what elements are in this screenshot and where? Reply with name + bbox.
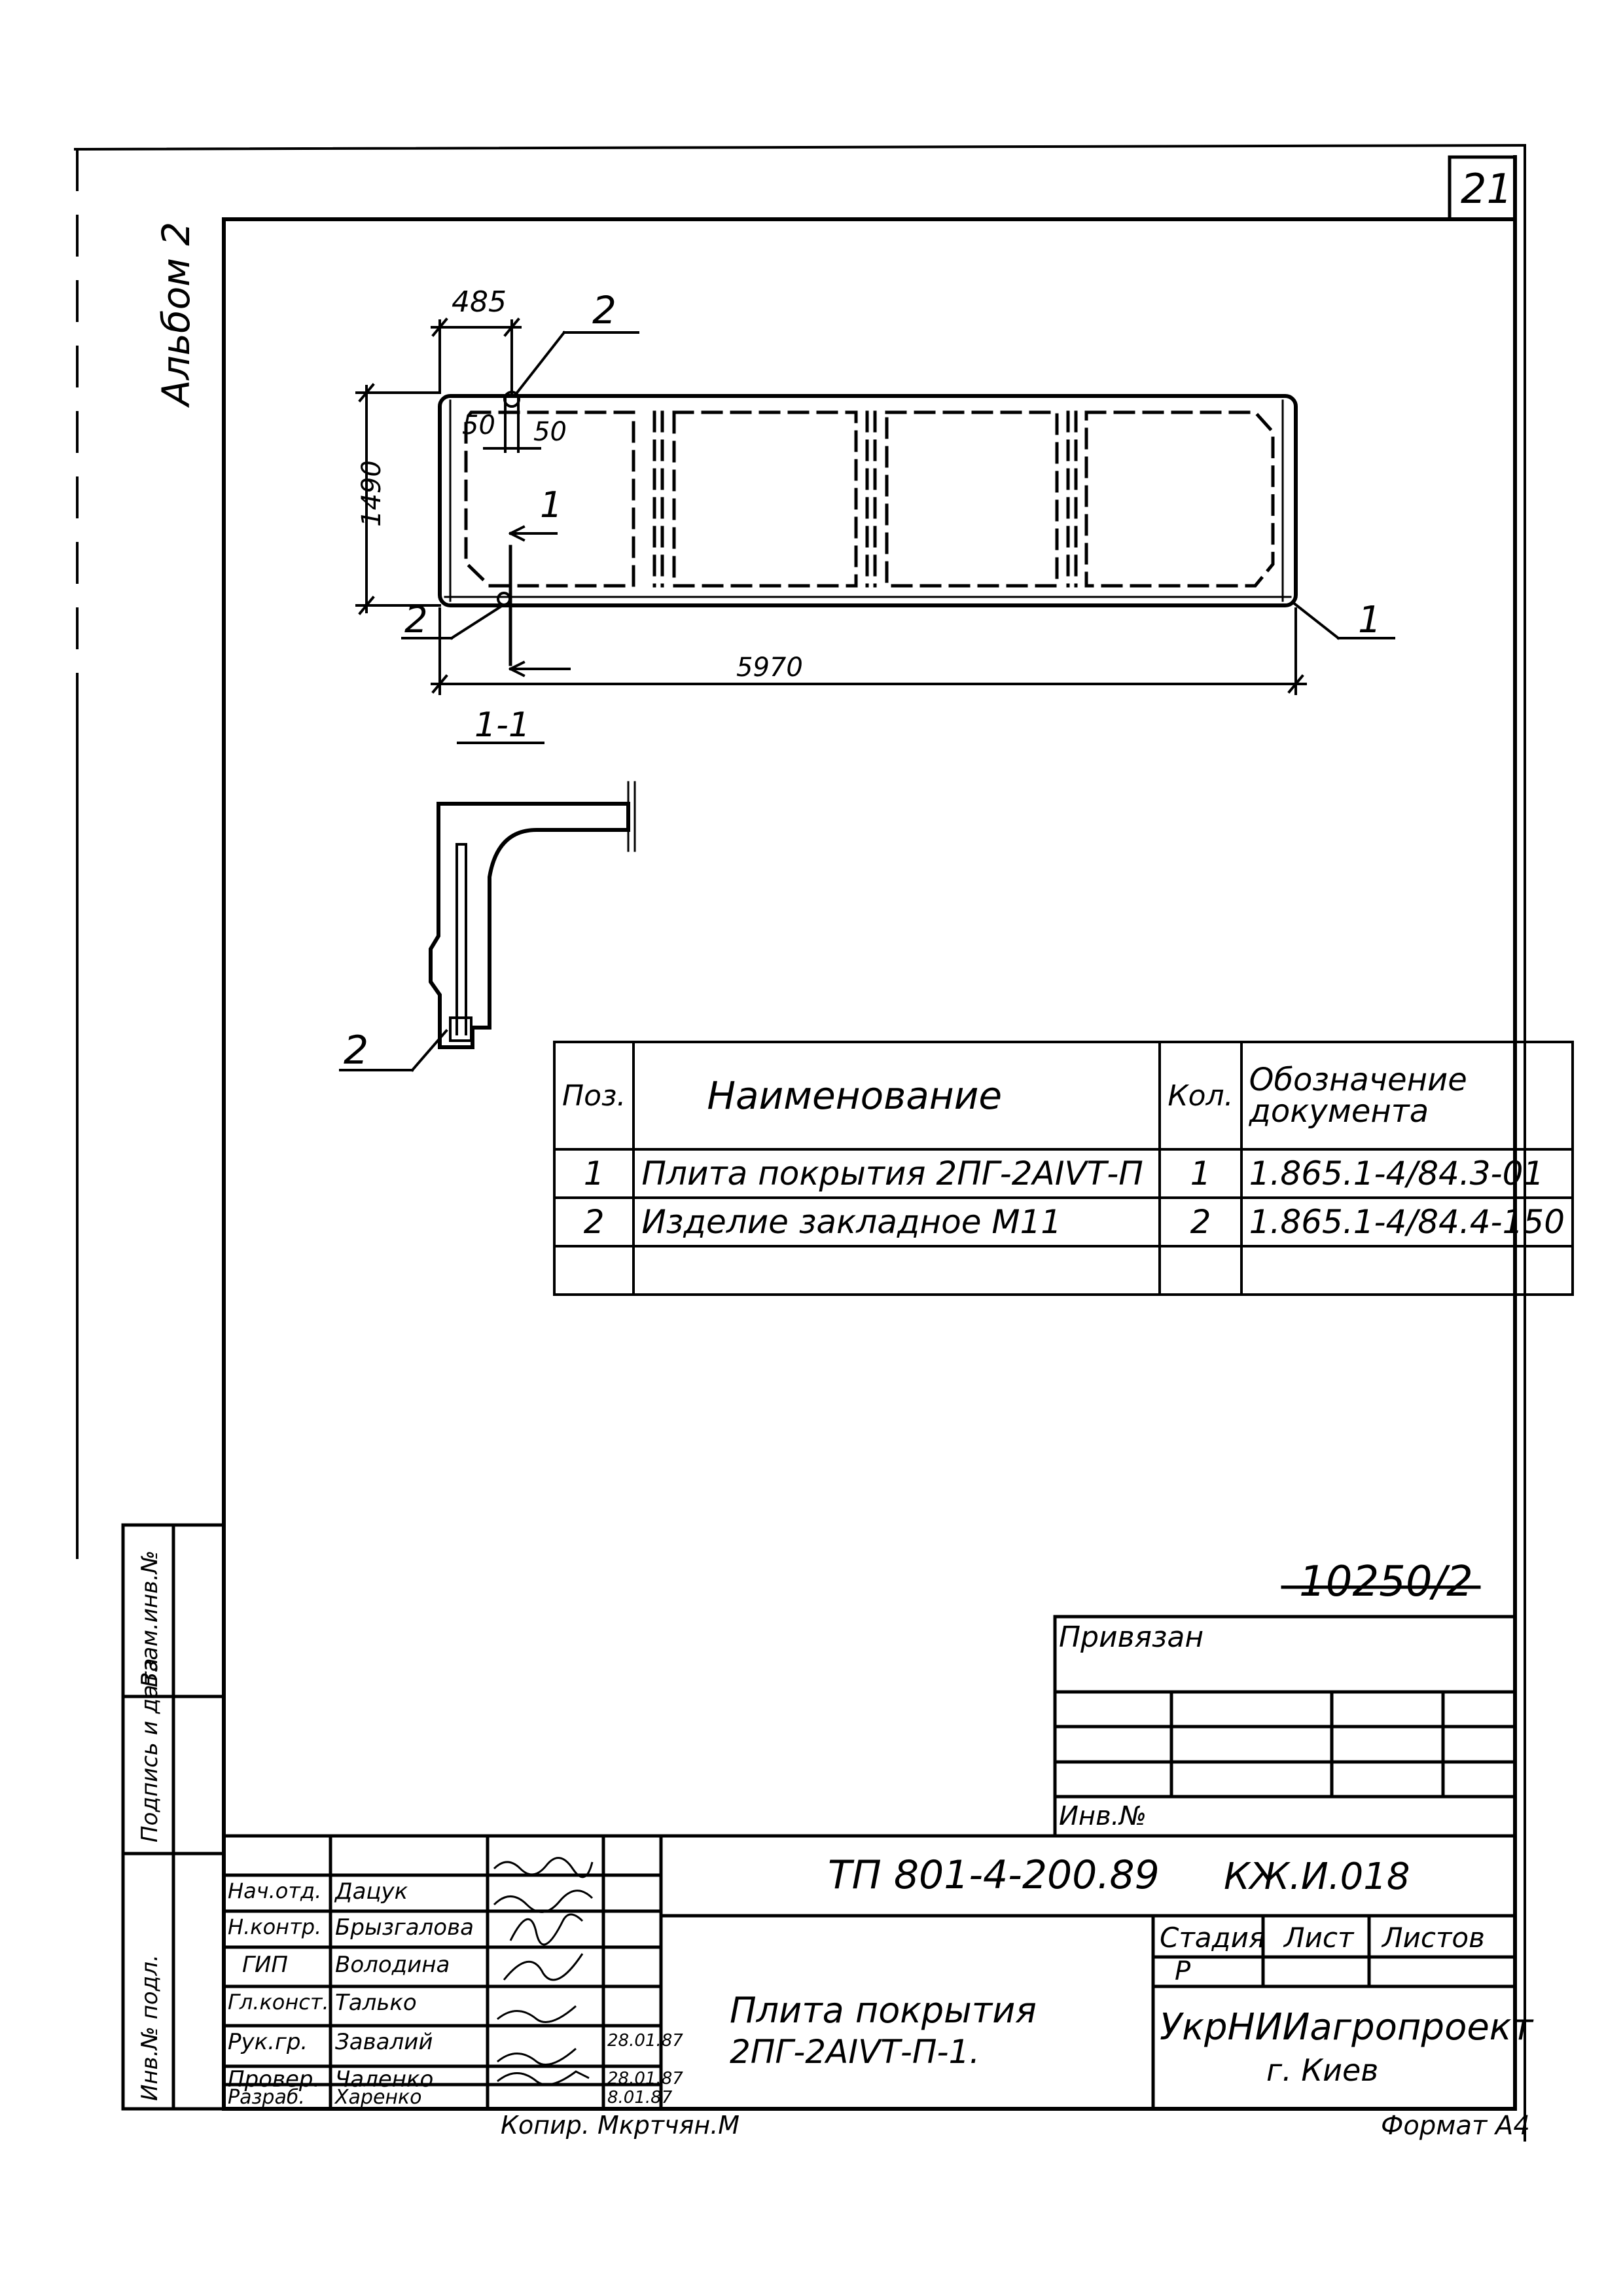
spec-header-pos: Поз. (552, 1041, 635, 1151)
spec-cell-name: Изделие закладное М11 (632, 1196, 1162, 1247)
document-mark: КЖ.И.018 (1224, 1856, 1410, 1898)
role-label: Нач.отд. (228, 1878, 322, 1903)
pos-plate-label: 1 (1358, 599, 1382, 641)
signature-mark (497, 2047, 577, 2066)
object-title-line1: Плита покрытия (730, 1990, 1037, 2031)
signature-mark (503, 1953, 584, 1981)
person-name: Талько (335, 1990, 417, 2016)
sign-date: 28.01.87 (607, 2069, 683, 2089)
spec-header-qty: Кол. (1158, 1041, 1243, 1151)
page-number-box (1448, 155, 1517, 221)
table-row: 2 Изделие закладное М11 2 1.865.1-4/84.4… (552, 1196, 1575, 1247)
sign-date: 28.01.87 (607, 2031, 683, 2051)
spec-cell-doc: 1.865.1-4/84.3-01 (1240, 1148, 1575, 1199)
spec-cell-doc: 1.865.1-4/84.4-150 (1240, 1196, 1575, 1247)
spec-header-doc: Обозначение документа (1240, 1041, 1575, 1151)
role-label: Рук.гр. (228, 2029, 308, 2055)
dim-offset-label: 485 (452, 285, 507, 319)
stage-value: Р (1175, 1956, 1191, 1986)
side-stamp-lines (121, 1523, 226, 2111)
inv-number-label: Инв.№ (1059, 1801, 1147, 1831)
plan-dimension-lines (355, 317, 1395, 744)
spec-cell-pos (552, 1245, 635, 1296)
spec-cell-doc (1240, 1245, 1575, 1296)
role-label: Н.контр. (228, 1914, 322, 1939)
spec-cell-pos: 2 (552, 1196, 635, 1247)
sheets-label: Листов (1382, 1922, 1485, 1954)
pos-item-top-label: 2 (592, 288, 616, 332)
section-marker-label: 1 (540, 484, 563, 526)
role-label: ГИП (242, 1952, 288, 1978)
document-code: ТП 801-4-200.89 (828, 1852, 1160, 1898)
signature-mark (493, 1857, 594, 1878)
spec-header-name: Наименование (632, 1041, 1162, 1151)
binding-title: Привязан (1059, 1621, 1204, 1654)
person-name: Харенко (335, 2086, 422, 2109)
stage-label: Стадия (1160, 1922, 1266, 1954)
role-label: Разраб. (228, 2086, 305, 2109)
pos-item-bottom-label: 2 (404, 599, 428, 641)
object-title-line2: 2ПГ-2АIVТ-П-1. (730, 2033, 980, 2071)
section-title: 1-1 (474, 706, 530, 745)
plate-plan-ribs (464, 410, 1275, 588)
signature-mark (497, 2070, 590, 2086)
plate-plan-outline (438, 394, 1298, 607)
person-name: Чаленко (335, 2066, 434, 2092)
spec-cell-pos: 1 (552, 1148, 635, 1199)
organization-city: г. Киев (1266, 2053, 1379, 2088)
person-name: Завалий (335, 2029, 433, 2055)
spec-header-row: Поз. Наименование Кол. Обозначение докум… (552, 1041, 1575, 1151)
spec-cell-name: Плита покрытия 2ПГ-2АIVТ-П (632, 1148, 1162, 1199)
role-label: Гл.конст. (228, 1990, 329, 2015)
person-name: Володина (335, 1952, 450, 1978)
organization-name: УкрНИИагропроект (1160, 2006, 1533, 2049)
spec-cell-qty: 2 (1158, 1196, 1243, 1247)
table-row: 1 Плита покрытия 2ПГ-2АIVТ-П 1 1.865.1-4… (552, 1148, 1575, 1199)
role-label: Провер. (228, 2066, 321, 2092)
signature-mark (509, 1913, 584, 1946)
signature-mark (497, 2005, 577, 2023)
table-row (552, 1245, 1575, 1296)
dim-edge-right-label: 50 (533, 417, 567, 447)
sheet-label: Лист (1284, 1922, 1354, 1954)
sign-date: 8.01.87 (607, 2088, 673, 2108)
paper-format: Формат А4 (1381, 2111, 1530, 2141)
spec-cell-qty (1158, 1245, 1243, 1296)
dim-edge-left-label: 50 (462, 410, 495, 440)
section-profile (339, 781, 636, 1072)
person-name: Брызгалова (335, 1914, 474, 1941)
person-name: Дацук (335, 1878, 408, 1905)
order-number: 10250/2 (1299, 1558, 1473, 1606)
section-pos-item-label: 2 (344, 1028, 369, 1073)
spec-cell-qty: 1 (1158, 1148, 1243, 1199)
spec-cell-name (632, 1245, 1162, 1296)
title-block-lines (222, 1834, 1517, 2111)
signature-mark (493, 1890, 594, 1913)
dim-length-label: 5970 (736, 653, 803, 683)
copied-by: Копир. Мкртчян.М (501, 2111, 740, 2140)
specification-table: Поз. Наименование Кол. Обозначение докум… (552, 1041, 1575, 1296)
page-number: 21 (1461, 165, 1512, 213)
